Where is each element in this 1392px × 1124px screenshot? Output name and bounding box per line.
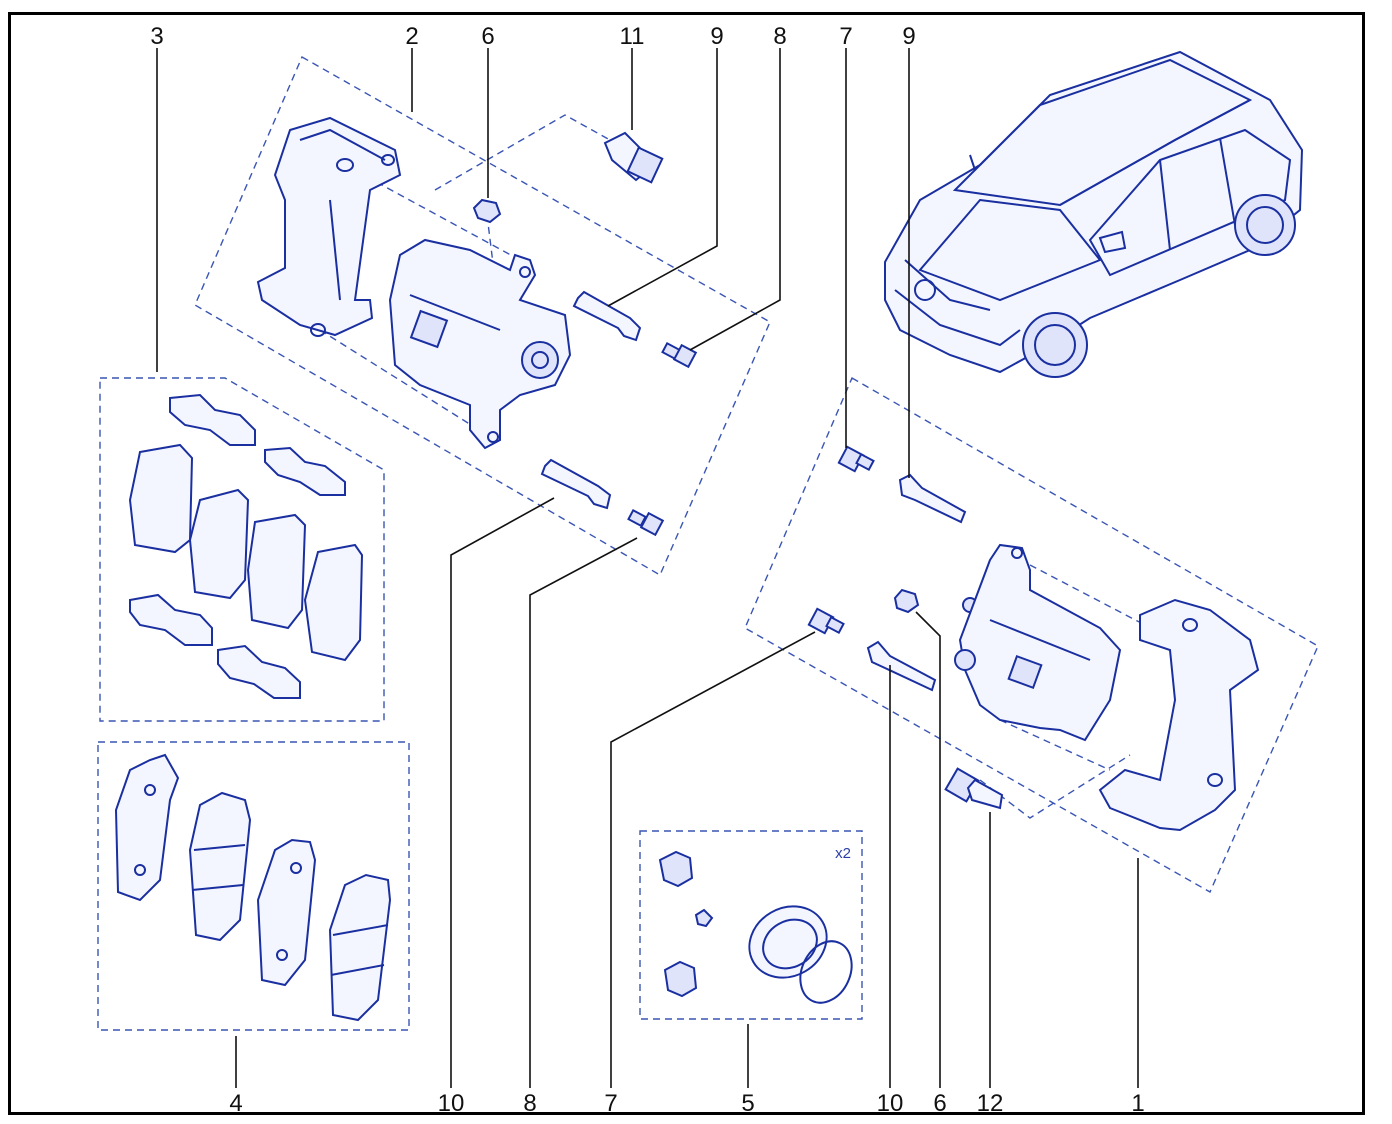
guide-bolt-rear-lower [807,607,845,635]
caliper-bolt-11 [603,131,664,184]
guide-bolt-front-upper [661,341,698,369]
projection-line [979,754,1131,819]
guide-pin-rear-upper [898,473,967,524]
callout-label: 2 [405,23,418,50]
caliper-bolt-12 [944,767,1004,810]
guide-bolt-rear-upper [837,445,875,473]
group-box-pad-clips [99,377,385,722]
callout-label: 9 [902,23,915,50]
callout-label: 9 [710,23,723,50]
projection-line [1029,564,1146,626]
callout-label: 4 [229,1090,242,1117]
group-box-caliper-rear [744,377,1319,893]
brake-caliper-front [388,238,572,450]
callout-label: 8 [773,23,786,50]
guide-pin-front-lower [540,458,612,510]
callout-label: 10 [877,1090,904,1117]
callout-label: 7 [604,1090,617,1117]
projection-line [319,329,496,441]
bleed-screw-front [472,198,502,224]
callout-label: 8 [523,1090,536,1117]
leader-lines [156,48,1139,1088]
callout-label: 1 [1131,1090,1144,1117]
callout-labels-top: 3 2 6 11 9 8 7 9 [150,23,915,50]
guide-pin-front-upper [572,290,642,342]
callout-label: 10 [438,1090,465,1117]
callout-label: 12 [977,1090,1004,1117]
brake-pads [114,753,392,1022]
vehicle-illustration [884,50,1304,378]
caliper-repair-kit [658,850,853,1004]
callout-label: 6 [933,1090,946,1117]
callout-label: 7 [839,23,852,50]
callout-label: 5 [741,1090,754,1117]
pad-retaining-clips [128,393,364,699]
callout-label: 11 [620,23,645,50]
callout-label: 6 [481,23,494,50]
group-box-repair-kit [639,830,863,1020]
guide-pin-rear-lower [866,640,937,692]
callout-label: 3 [150,23,163,50]
bleed-screw-rear [893,588,978,614]
caliper-carrier-bracket-front [256,116,402,337]
guide-bolt-front-lower [627,508,665,537]
projection-line [344,164,521,261]
kit-quantity-label: x2 [835,845,851,862]
projection-line [434,114,611,191]
callout-labels-bottom: 4 10 8 7 5 10 6 12 1 [229,1090,1144,1117]
brake-caliper-rear [954,543,1122,742]
caliper-carrier-bracket-rear [1098,598,1260,832]
group-box-caliper-front [194,56,771,577]
projection-line [999,719,1111,771]
